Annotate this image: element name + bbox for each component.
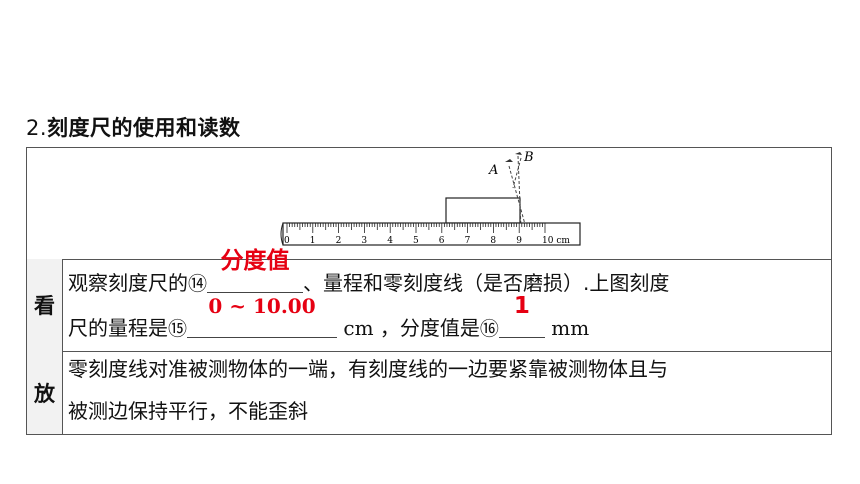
marker-16: ⑯ xyxy=(479,318,499,340)
ruler-tick-label: 8 xyxy=(490,236,496,246)
ruler-tick-label: 10 cm xyxy=(542,236,570,246)
sight-line-c xyxy=(512,157,522,189)
eye-a-icon xyxy=(505,159,513,162)
ruler-tick-label: 4 xyxy=(387,236,393,246)
label-b: B xyxy=(523,150,534,165)
answer-15: 0 ~ 10.00 xyxy=(208,294,316,318)
blank-14: 分度值 xyxy=(207,248,304,293)
ruler-tick-label: 0 xyxy=(284,236,290,246)
ruler-ticks xyxy=(286,223,546,233)
look-text-4: ，分度值是 xyxy=(379,316,480,340)
unit-16: mm xyxy=(551,316,590,340)
blank-16: 1 xyxy=(498,293,545,338)
ruler-tick-label: 1 xyxy=(310,236,316,246)
blank-15: 0 ~ 10.00 xyxy=(187,294,338,338)
look-content: 观察刻度尺的⑭ 分度值、量程和零刻度线（是否磨损）.上图刻度 尺的量程是⑮ 0 ~ … xyxy=(68,248,823,350)
ruler-figure: A B 0 1 2 3 4 5 6 7 8 9 10 cm xyxy=(280,150,581,246)
look-label: 看 xyxy=(27,259,63,351)
ruler-tick-label: 3 xyxy=(361,236,367,246)
marker-15: ⑮ xyxy=(168,318,188,340)
info-table: A B 0 1 2 3 4 5 6 7 8 9 10 cm 看 观察刻度尺的⑭ 分度值、量程和零刻度线… xyxy=(26,147,832,435)
look-text-2: 、量程和零刻度线（是否磨损）.上图刻度 xyxy=(303,271,670,295)
answer-14: 分度值 xyxy=(220,248,290,274)
look-row: 看 观察刻度尺的⑭ 分度值、量程和零刻度线（是否磨损）.上图刻度 尺的量程是⑮ 0 … xyxy=(27,248,831,352)
marker-14: ⑭ xyxy=(188,273,208,295)
eye-b-icon xyxy=(515,152,522,155)
section-number: 2. xyxy=(26,116,48,140)
ruler-tick-label: 9 xyxy=(516,236,522,246)
answer-16: 1 xyxy=(513,293,530,319)
look-text-3: 尺的量程是 xyxy=(68,316,168,340)
ruler-tick-label: 6 xyxy=(439,236,445,246)
ruler-tick-labels: 0 1 2 3 4 5 6 7 8 9 10 cm xyxy=(284,236,570,246)
place-line-1: 零刻度线对准被测物体的一端，有刻度线的一边要紧靠被测物体且与 xyxy=(68,357,668,381)
place-line-2: 被测边保持平行，不能歪斜 xyxy=(68,399,308,423)
ruler-left-end xyxy=(280,222,284,246)
unit-15: cm xyxy=(343,316,374,340)
look-text-1: 观察刻度尺的 xyxy=(68,271,188,295)
ruler-tick-label: 7 xyxy=(465,236,471,246)
look-line-1: 观察刻度尺的⑭ 分度值、量程和零刻度线（是否磨损）.上图刻度 xyxy=(68,248,823,305)
measured-block xyxy=(445,197,521,224)
sight-line-a xyxy=(508,165,527,229)
place-label: 放 xyxy=(27,351,63,434)
ruler-tick-label: 2 xyxy=(336,236,342,246)
place-row: 放 零刻度线对准被测物体的一端，有刻度线的一边要紧靠被测物体且与 被测边保持平行… xyxy=(27,351,831,434)
place-content: 零刻度线对准被测物体的一端，有刻度线的一边要紧靠被测物体且与 被测边保持平行，不… xyxy=(68,348,823,432)
section-title: 刻度尺的使用和读数 xyxy=(47,116,241,140)
ruler-tick-label: 5 xyxy=(413,236,419,246)
section-heading: 2.刻度尺的使用和读数 xyxy=(26,112,241,142)
label-a: A xyxy=(488,163,498,178)
figure-row: A B 0 1 2 3 4 5 6 7 8 9 10 cm xyxy=(27,148,831,260)
